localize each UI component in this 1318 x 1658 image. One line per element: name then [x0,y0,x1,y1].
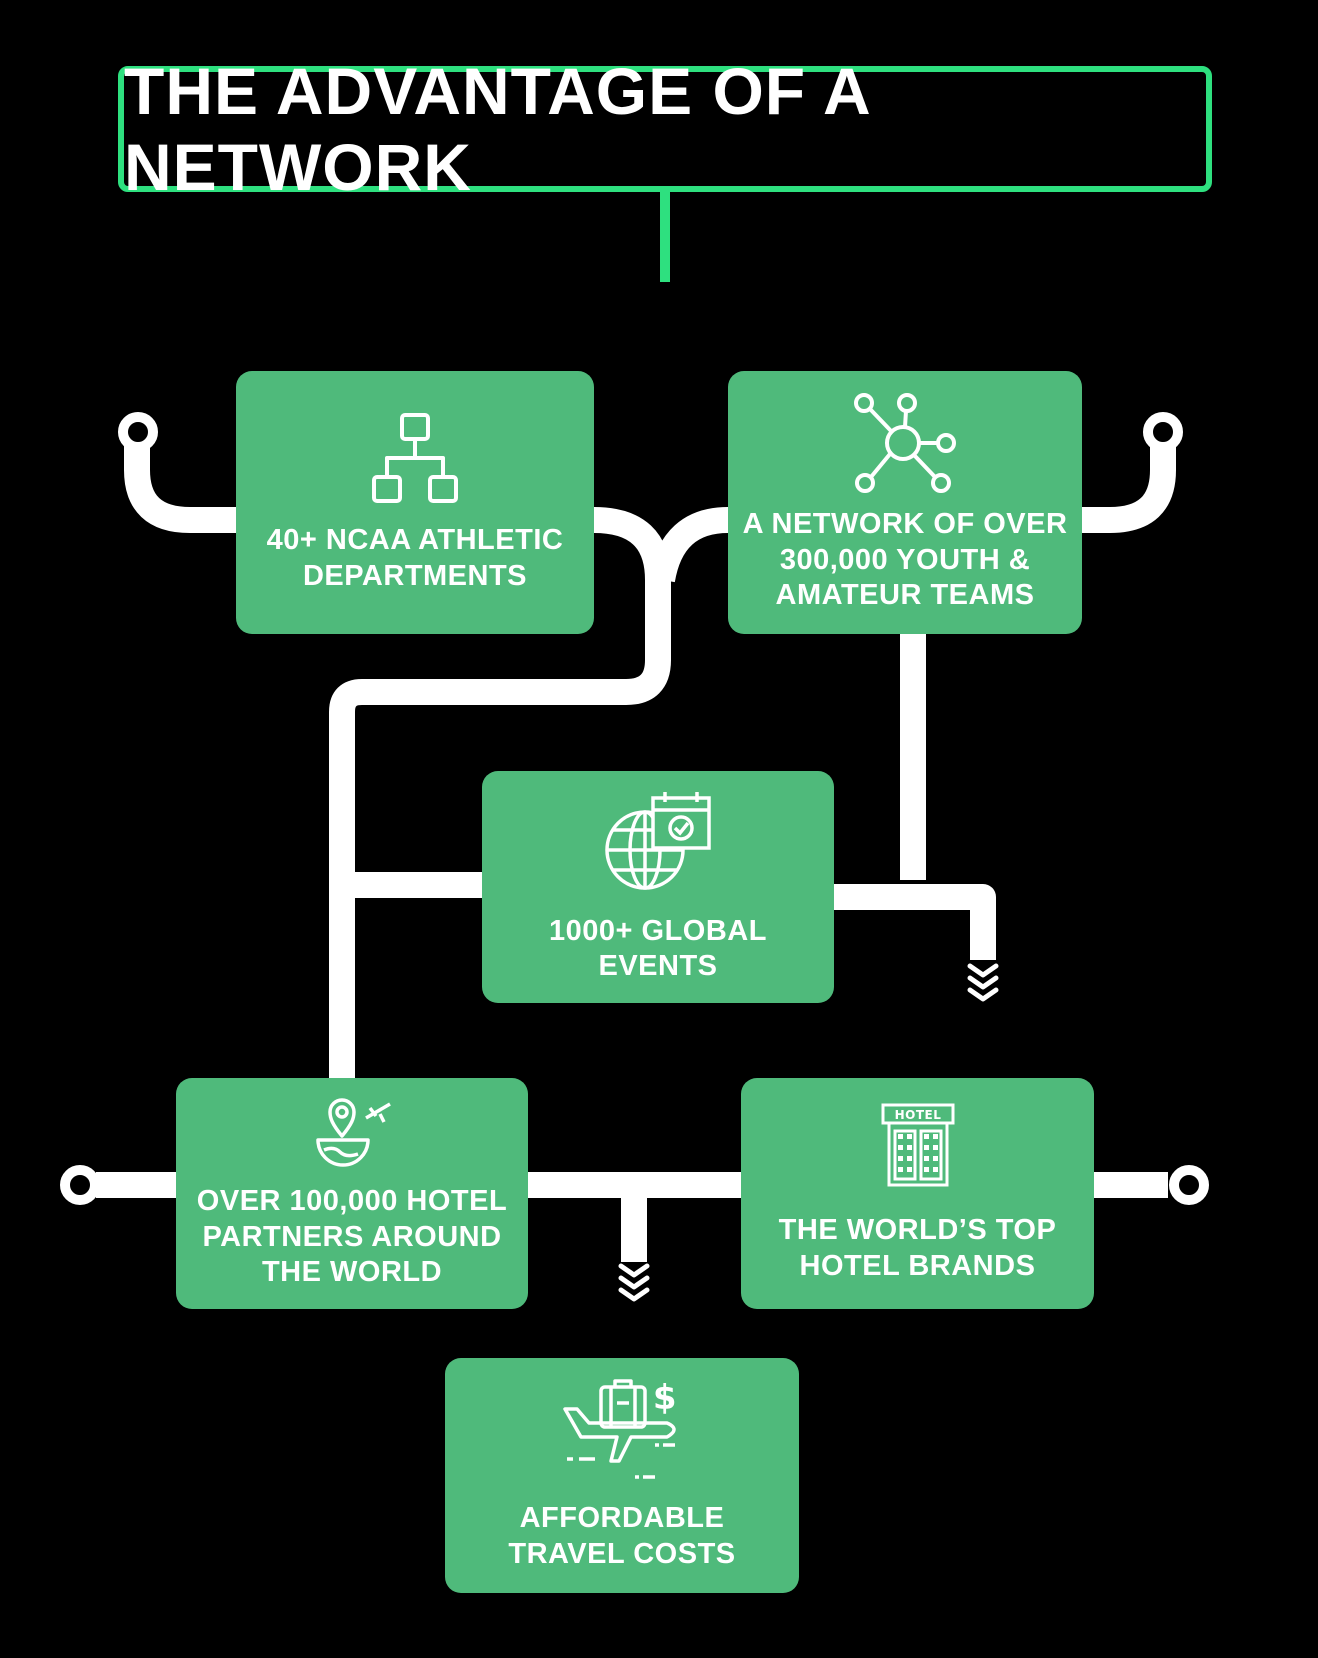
card-ncaa: 40+ NCAA ATHLETIC DEPARTMENTS [236,371,594,634]
card-teams: A NETWORK OF OVER 300,000 YOUTH & AMATEU… [728,371,1082,634]
events-right-line [834,884,996,960]
card-label: THE WORLD’S TOP HOTEL BRANDS [778,1214,1057,1282]
card-hotels: OVER 100,000 HOTEL PARTNERS AROUND THE W… [176,1078,528,1309]
terminal-node [118,412,158,452]
card-label: OVER 100,000 HOTEL PARTNERS AROUND THE W… [196,1185,508,1289]
terminal-node [1143,412,1183,452]
card-label: A NETWORK OF OVER 300,000 YOUTH & AMATEU… [742,508,1068,612]
chevron-down-icon [967,963,999,1002]
page-title: THE ADVANTAGE OF A NETWORK [124,54,870,204]
card-travel: $ AFFORDABLE TRAVEL COSTS [445,1358,799,1593]
network-hub-icon [854,393,956,494]
terminal-node [60,1165,100,1205]
hotel-building-icon: HOTEL [881,1103,954,1187]
branch-left-line [329,507,671,1078]
card-brands: HOTEL THE WORLD’S TOP HOTEL BRANDS [741,1078,1094,1309]
hotel-sign-text: HOTEL [894,1108,941,1122]
branch-right-line [649,507,729,583]
card-events: 1000+ GLOBAL EVENTS [482,771,834,1003]
card-label: 40+ NCAA ATHLETIC DEPARTMENTS [266,524,564,592]
plane-luggage-dollar-icon: $ [563,1379,677,1479]
hook-right-line [1082,446,1176,533]
title-box: THE ADVANTAGE OF A NETWORK [118,54,1212,204]
dollar-icon: $ [653,1379,677,1418]
terminal-node [1169,1165,1209,1205]
card-label: 1000+ GLOBAL EVENTS [549,914,767,982]
card-label: AFFORDABLE TRAVEL COSTS [508,1502,736,1570]
org-chart-icon [372,413,458,504]
hook-left-line [124,446,236,533]
globe-calendar-icon [605,791,711,890]
chevron-down-icon [618,1263,650,1302]
location-bowl-plane-icon [316,1098,391,1168]
